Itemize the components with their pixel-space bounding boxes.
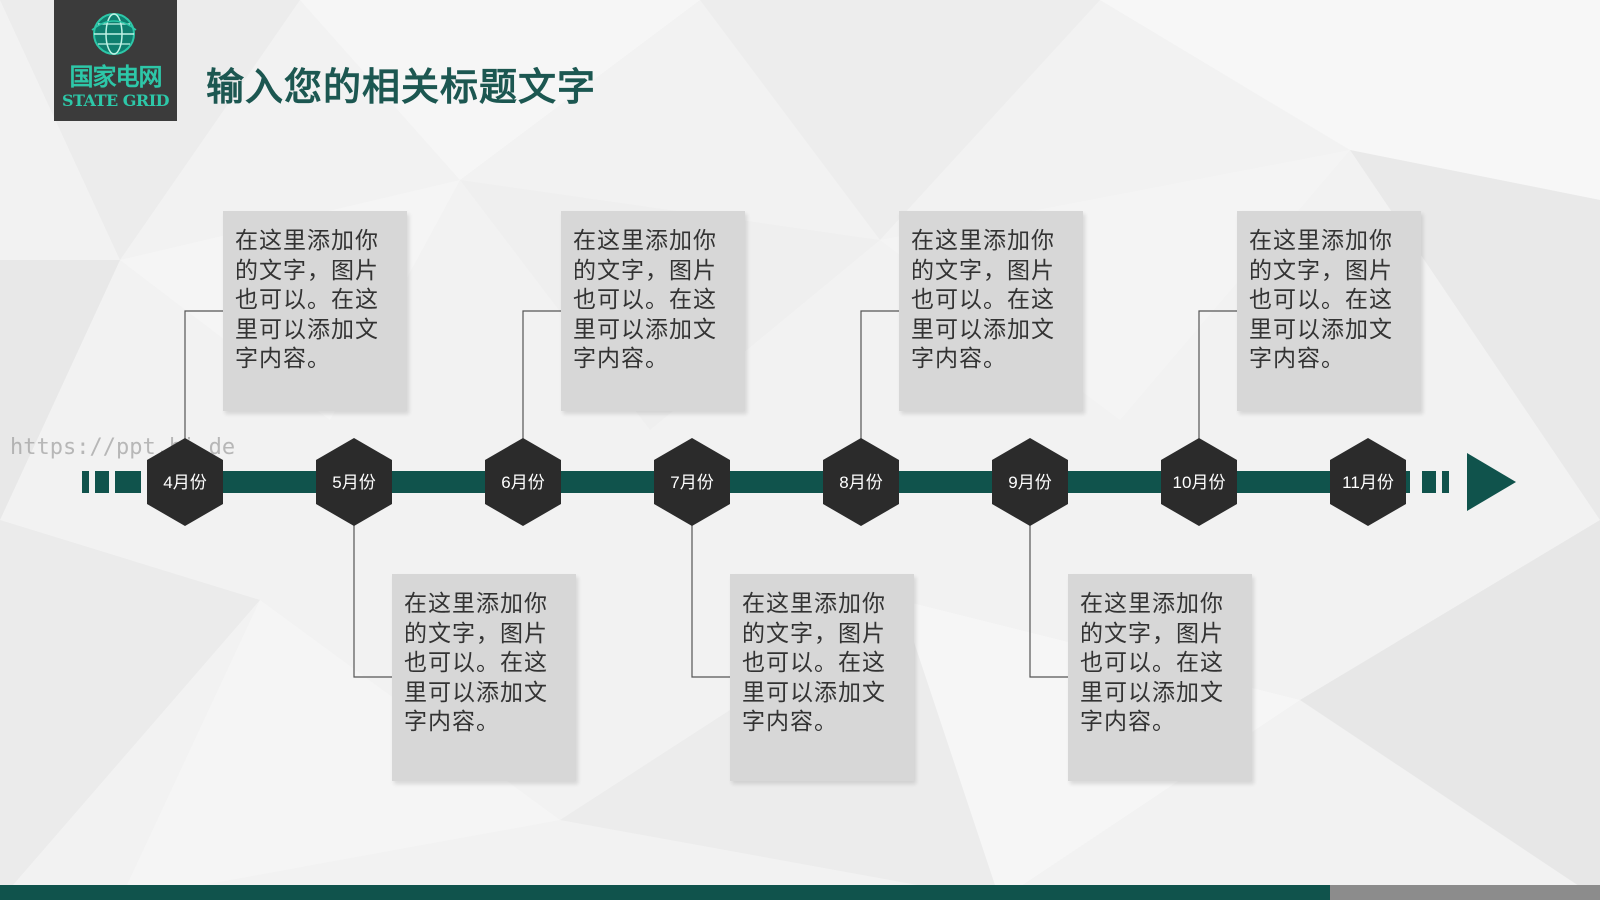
milestone-label: 8月份	[839, 473, 882, 492]
text-card-bottom: 在这里添加你的文字，图片也可以。在这里可以添加文字内容。	[1068, 574, 1252, 781]
milestone-6: 6月份	[485, 438, 561, 526]
timeline-dash	[115, 471, 141, 493]
connector-line	[860, 310, 899, 440]
milestone-label: 9月份	[1008, 473, 1051, 492]
hexagon-icon	[823, 438, 899, 526]
text-card-top: 在这里添加你的文字，图片也可以。在这里可以添加文字内容。	[1237, 211, 1421, 411]
footer-bar	[0, 885, 1330, 900]
connector-line	[184, 310, 223, 440]
timeline-dash	[95, 471, 109, 493]
timeline-dash	[1442, 471, 1449, 493]
text-card-top: 在这里添加你的文字，图片也可以。在这里可以添加文字内容。	[223, 211, 407, 411]
timeline-dash	[1422, 471, 1436, 493]
card-text: 在这里添加你的文字，图片也可以。在这里可以添加文字内容。	[1249, 228, 1393, 372]
hexagon-icon	[316, 438, 392, 526]
milestone-label: 4月份	[163, 473, 206, 492]
connector-line	[1198, 310, 1237, 440]
milestone-11: 11月份	[1330, 438, 1406, 526]
timeline-dash	[82, 471, 89, 493]
milestone-9: 9月份	[992, 438, 1068, 526]
footer-bar-accent	[1330, 885, 1600, 900]
card-text: 在这里添加你的文字，图片也可以。在这里可以添加文字内容。	[404, 591, 548, 735]
card-text: 在这里添加你的文字，图片也可以。在这里可以添加文字内容。	[1080, 591, 1224, 735]
milestone-label: 10月份	[1173, 473, 1226, 492]
milestone-5: 5月份	[316, 438, 392, 526]
connector-line	[522, 310, 561, 440]
globe-icon	[91, 13, 137, 55]
milestone-label: 11月份	[1342, 473, 1394, 492]
text-card-top: 在这里添加你的文字，图片也可以。在这里可以添加文字内容。	[561, 211, 745, 411]
hexagon-icon	[147, 438, 223, 526]
state-grid-logo: 国家电网 STATE GRID	[54, 0, 177, 121]
milestone-label: 5月份	[332, 473, 375, 492]
hexagon-icon	[485, 438, 561, 526]
card-text: 在这里添加你的文字，图片也可以。在这里可以添加文字内容。	[911, 228, 1055, 372]
connector-line	[691, 524, 730, 678]
hexagon-icon	[1161, 438, 1237, 526]
hexagon-icon	[1330, 438, 1406, 526]
logo-name-en: STATE GRID	[61, 91, 170, 110]
arrow-head-icon	[1467, 453, 1516, 511]
logo-name-cn: 国家电网	[69, 63, 163, 91]
connector-line	[353, 524, 392, 678]
milestone-4: 4月份	[147, 438, 223, 526]
hexagon-icon	[654, 438, 730, 526]
card-text: 在这里添加你的文字，图片也可以。在这里可以添加文字内容。	[573, 228, 717, 372]
milestone-label: 6月份	[501, 473, 544, 492]
milestone-label: 7月份	[670, 473, 713, 492]
card-text: 在这里添加你的文字，图片也可以。在这里可以添加文字内容。	[742, 591, 886, 735]
card-text: 在这里添加你的文字，图片也可以。在这里可以添加文字内容。	[235, 228, 379, 372]
text-card-bottom: 在这里添加你的文字，图片也可以。在这里可以添加文字内容。	[392, 574, 576, 781]
text-card-bottom: 在这里添加你的文字，图片也可以。在这里可以添加文字内容。	[730, 574, 914, 781]
text-card-top: 在这里添加你的文字，图片也可以。在这里可以添加文字内容。	[899, 211, 1083, 411]
milestone-7: 7月份	[654, 438, 730, 526]
connector-line	[1029, 524, 1068, 678]
page-title: 输入您的相关标题文字	[206, 65, 597, 109]
hexagon-icon	[992, 438, 1068, 526]
milestone-10: 10月份	[1161, 438, 1237, 526]
milestone-8: 8月份	[823, 438, 899, 526]
